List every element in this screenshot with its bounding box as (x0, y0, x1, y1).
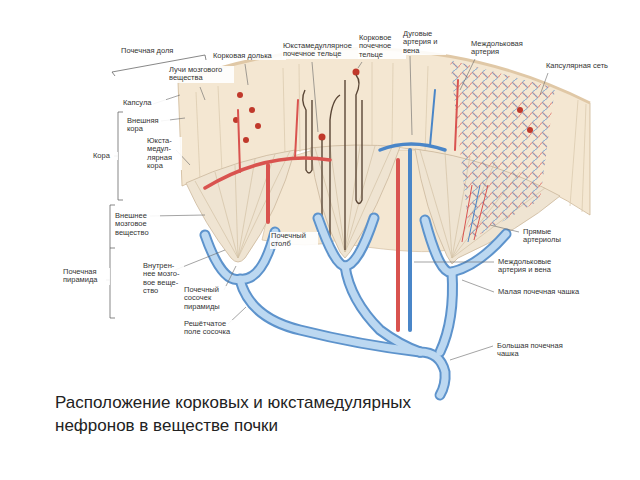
part-label: Лучи мозгового вещества (168, 66, 234, 83)
part-label: Внешняя кора (126, 117, 170, 134)
part-label: Почечная пирамида (62, 268, 110, 285)
vasa-recta (462, 185, 488, 242)
calyces-fill (205, 218, 506, 395)
leader-lines (150, 56, 548, 360)
part-label: Прямые артериолы (522, 228, 576, 245)
part-label: Почечный столб (270, 232, 318, 249)
part-label: Юкстамедуллярное почечное тельце (282, 42, 366, 59)
part-label: Кора (92, 152, 118, 160)
calyces-outline (205, 218, 506, 395)
glomeruli (233, 69, 533, 144)
part-label: Дуговые артерия и вена (402, 30, 446, 55)
part-label: Капсула (122, 99, 166, 107)
part-label: Корковая долька (212, 52, 286, 60)
part-label: Междольковая артерия (470, 40, 536, 57)
part-label: Почечная доля (120, 47, 194, 55)
part-label: Малая почечная чашка (497, 288, 596, 296)
part-label: Почечный сосочек пирамиды (183, 286, 235, 311)
part-label: Решётчатое поле сосочка (183, 320, 241, 337)
part-label: Большая почечная чашка (496, 342, 580, 359)
caption: Расположение корковых и юкстамедулярных … (55, 392, 475, 438)
part-label: Корковое почечное тельце (358, 34, 406, 59)
part-label: Внешнее мозговое вещество (114, 212, 160, 237)
part-label: Внутрен- нее мозго- вое веще- ство (142, 262, 184, 295)
brackets (106, 55, 206, 318)
capillary-network (450, 60, 555, 240)
part-label: Юкста- медул- лярная кора (146, 137, 182, 170)
part-label: Капсулярная сеть (545, 62, 619, 70)
part-label: Междольковые артерия и вена (497, 258, 576, 275)
nephrons (303, 75, 362, 250)
